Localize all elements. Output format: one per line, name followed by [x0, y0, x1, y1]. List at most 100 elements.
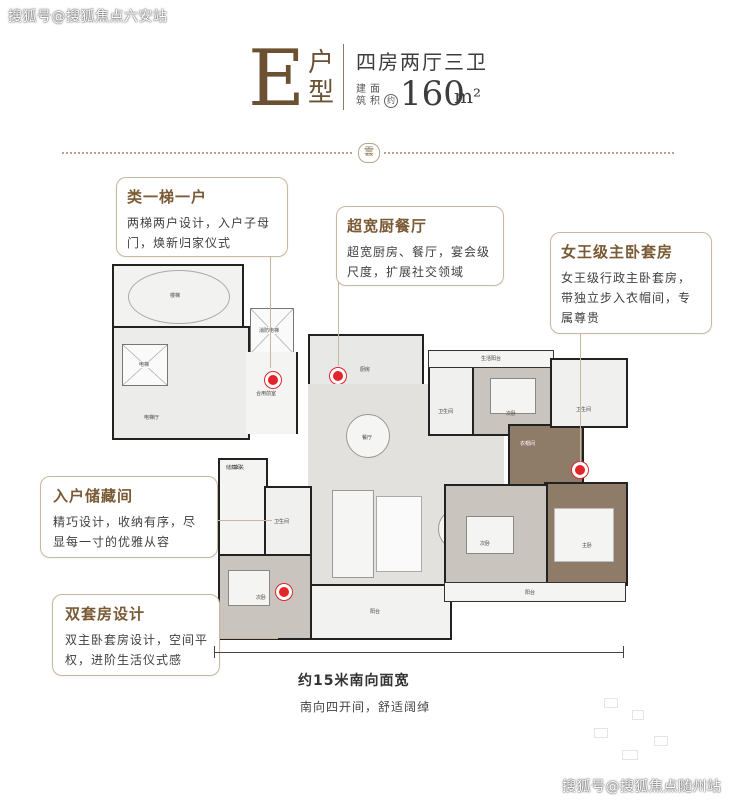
storage-label: 储藏间: [226, 465, 242, 471]
master-label: 主卧: [582, 543, 593, 549]
balcony-label-3: 阳台: [525, 590, 536, 596]
bedroom-east-label: 次卧: [480, 541, 491, 547]
feature-text-2b: 尺度，扩展社交领域: [347, 265, 465, 279]
feature-text-3c: 属尊贵: [561, 311, 601, 325]
bedroom-west-label: 次卧: [256, 595, 267, 601]
bath-west: 卫生间: [264, 486, 312, 556]
bath-north: 卫生间: [428, 366, 474, 436]
sofa: [332, 490, 374, 578]
entry-storage: 储藏间: [218, 458, 268, 556]
feature-text-5a: 双主卧套房设计，空间平: [65, 633, 209, 647]
compass-block-4: [654, 736, 668, 746]
unit-header: E 户 型 四房两厅三卫 建筑 面积 约 160 m²: [240, 38, 520, 118]
fire-elevator-label: 消防电梯: [259, 327, 280, 334]
connector-4: [206, 520, 272, 521]
dining-label: 餐厅: [362, 435, 373, 441]
bed-master: [554, 508, 614, 562]
connector-3: [580, 322, 581, 462]
master-bedroom: 主卧: [544, 482, 628, 586]
feature-card-3: 女王级主卧套房 女王级行政主卧套房， 带独立步入衣帽间，专 属尊贵: [550, 232, 712, 334]
feature-text-2a: 超宽厨房、餐厅，宴会级: [347, 245, 491, 259]
lobby-marker: [265, 372, 281, 388]
feature-text-4b: 显每一寸的优雅从容: [53, 535, 171, 549]
feature-title-4: 入户储藏间: [53, 487, 134, 505]
elevator-hall-label: 电梯厅: [144, 415, 160, 421]
compass-decoration: [574, 688, 694, 780]
bed-west: [228, 570, 270, 606]
bedroom-west-marker: [276, 584, 292, 600]
feature-card-5: 双套房设计 双主卧套房设计，空间平 权，进阶生活仪式感: [52, 594, 220, 676]
balcony-label-2: 阳台: [370, 609, 381, 615]
marker-3: [276, 584, 292, 600]
compass-block-3: [594, 728, 608, 738]
elevator-label-1: 电梯: [139, 361, 150, 368]
feature-title-1: 类一梯一户: [127, 188, 208, 206]
unit-type-char-1: 户: [308, 48, 335, 78]
area-prefix: 约: [384, 94, 398, 108]
badge-text: 雲: [364, 147, 374, 158]
marker-4: [572, 462, 588, 478]
connector-2: [338, 282, 339, 366]
bedroom-north-label: 次卧: [506, 411, 517, 417]
dimension-label: 约15米南向面宽: [298, 673, 410, 689]
watermark-top: 搜狐号@搜狐焦点六安站: [8, 9, 168, 25]
kitchen: 厨房: [308, 334, 424, 388]
unit-letter: E: [248, 34, 305, 124]
dimension-tick-left: [214, 646, 215, 658]
bed-north: [490, 378, 536, 414]
cloak-label: 衣帽间: [520, 441, 536, 447]
bath-master-label: 卫生间: [576, 407, 592, 413]
watermark-bottom: 搜狐号@搜狐焦点随州站: [562, 779, 722, 795]
connector-5: [206, 638, 278, 639]
floor-plan: 楼梯 电梯 电梯厅 消防电梯 合用前室 厨房 餐厅 客厅 阳台 次卧: [108, 236, 630, 642]
separator-badge: 雲: [358, 143, 380, 163]
feature-title-2: 超宽厨餐厅: [347, 217, 428, 235]
feature-text-1b: 门，焕新归家仪式: [127, 236, 232, 250]
dimension-line: [214, 652, 624, 653]
stair-circle: [128, 270, 230, 324]
feature-text-5b: 权，进阶生活仪式感: [65, 653, 183, 667]
lobby: 合用前室: [246, 352, 298, 434]
compass-block-2: [632, 710, 644, 720]
dimension-tick-right: [623, 646, 624, 658]
marker-2: [330, 368, 346, 384]
dimension-sub: 南向四开间，舒适阔绰: [300, 700, 431, 714]
header-divider: [343, 44, 344, 110]
area-label-2: 面积: [370, 84, 380, 107]
bath-north-label: 卫生间: [438, 409, 454, 415]
bed-east: [466, 516, 514, 554]
area-value: 160: [400, 74, 465, 114]
elevator-hall: 电梯 电梯厅: [112, 326, 250, 440]
feature-card-1: 类一梯一户 两梯两户设计，入户子母 门，焕新归家仪式: [116, 177, 288, 257]
master-cloak-marker: [572, 462, 588, 478]
area-prefix-text: 约: [387, 96, 395, 105]
utility-balcony: 生活阳台: [428, 350, 554, 368]
area-label-1: 建筑: [356, 84, 366, 107]
compass-block-5: [622, 750, 638, 760]
coffee-table: [376, 496, 422, 572]
feature-text-3b: 带独立步入衣帽间，专: [561, 291, 692, 305]
bedroom-east: 次卧: [444, 484, 548, 586]
south-balcony: 阳台: [308, 584, 452, 640]
feature-card-4: 入户储藏间 精巧设计，收纳有序，尽 显每一寸的优雅从容: [40, 476, 218, 558]
stair-label: 楼梯: [170, 293, 181, 299]
unit-type-char-2: 型: [308, 78, 335, 108]
area-unit: m²: [454, 84, 481, 108]
feature-title-5: 双套房设计: [65, 605, 146, 623]
feature-title-3: 女王级主卧套房: [561, 243, 674, 261]
bath-master: 卫生间: [550, 358, 628, 428]
east-balcony: 阳台: [444, 582, 626, 602]
feature-text-4a: 精巧设计，收纳有序，尽: [53, 515, 197, 529]
kitchen-label: 厨房: [360, 367, 371, 373]
balcony-label-1: 生活阳台: [481, 356, 502, 362]
feature-text-1a: 两梯两户设计，入户子母: [127, 216, 271, 230]
feature-text-3a: 女王级行政主卧套房，: [561, 271, 692, 285]
dining-table: [346, 414, 390, 458]
compass-block-1: [604, 698, 618, 708]
fire-elevator: 消防电梯: [250, 308, 294, 354]
connector-1: [270, 236, 271, 368]
elevator-box-1: 电梯: [122, 344, 168, 386]
kitchen-marker: [330, 368, 346, 384]
bath-west-label: 卫生间: [274, 519, 290, 525]
feature-card-2: 超宽厨餐厅 超宽厨房、餐厅，宴会级 尺度，扩展社交领域: [336, 206, 504, 286]
